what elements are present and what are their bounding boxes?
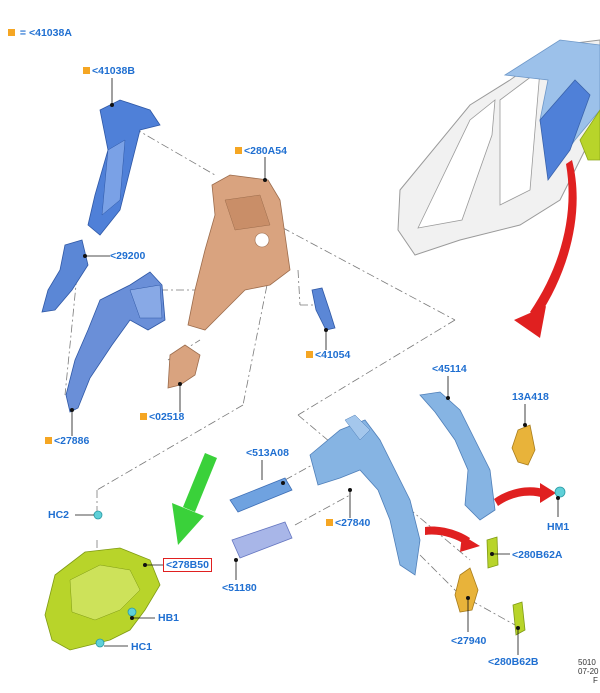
label-13a418: 13A418 [512, 391, 549, 403]
legend: = <41038A [8, 27, 72, 39]
clip-hc2 [93, 510, 103, 520]
part-278b50 [44, 547, 161, 651]
part-29200 [41, 239, 89, 313]
part-13a418 [511, 424, 536, 466]
clip-hc1 [95, 638, 105, 648]
part-41054 [311, 287, 336, 331]
marker-square-icon [45, 437, 52, 444]
marker-square-icon [83, 67, 90, 74]
part-280b62b [512, 601, 526, 636]
label-280b62b: <280B62B [488, 656, 539, 668]
label-hm1: HM1 [547, 521, 570, 533]
clip-hb1 [127, 607, 137, 617]
label-02518: <02518 [140, 411, 184, 423]
part-02518 [167, 344, 201, 389]
label-280a54: <280A54 [235, 145, 287, 157]
part-45114 [419, 391, 496, 521]
label-27886: <27886 [45, 435, 89, 447]
legend-symbol: = [19, 27, 27, 39]
green-arrow [172, 453, 217, 545]
legend-label: <41038A [28, 27, 72, 39]
part-27886 [65, 271, 166, 413]
marker-square-icon [235, 147, 242, 154]
label-27940: <27940 [451, 635, 487, 647]
label-hb1: HB1 [158, 612, 180, 624]
fastener-hm1 [554, 486, 566, 498]
label-hc1: HC1 [131, 641, 153, 653]
callout-leaders [71, 78, 559, 655]
marker-square-icon [326, 519, 333, 526]
label-hc2: HC2 [48, 509, 70, 521]
label-280b62a: <280B62A [512, 549, 563, 561]
part-27840 [309, 414, 421, 576]
red-arrows [425, 160, 577, 552]
part-513a08 [229, 477, 293, 513]
marker-square-icon [306, 351, 313, 358]
part-280a54 [187, 174, 291, 331]
label-45114: <45114 [432, 363, 467, 375]
part-27940 [454, 567, 479, 613]
label-41054: <41054 [306, 349, 350, 361]
footer-code: 5010 07-20 F [578, 658, 599, 685]
marker-square-icon [140, 413, 147, 420]
label-513a08: <513A08 [246, 447, 289, 459]
body-side-frame [397, 39, 600, 256]
label-41038b: <41038B [83, 65, 135, 77]
marker-square-icon [8, 29, 15, 36]
label-51180: <51180 [222, 582, 257, 594]
label-278b50-highlighted: <278B50 [163, 558, 212, 572]
part-51180 [231, 521, 293, 559]
part-41038b [87, 99, 161, 236]
label-27840: <27840 [326, 517, 370, 529]
label-29200: <29200 [110, 250, 146, 262]
